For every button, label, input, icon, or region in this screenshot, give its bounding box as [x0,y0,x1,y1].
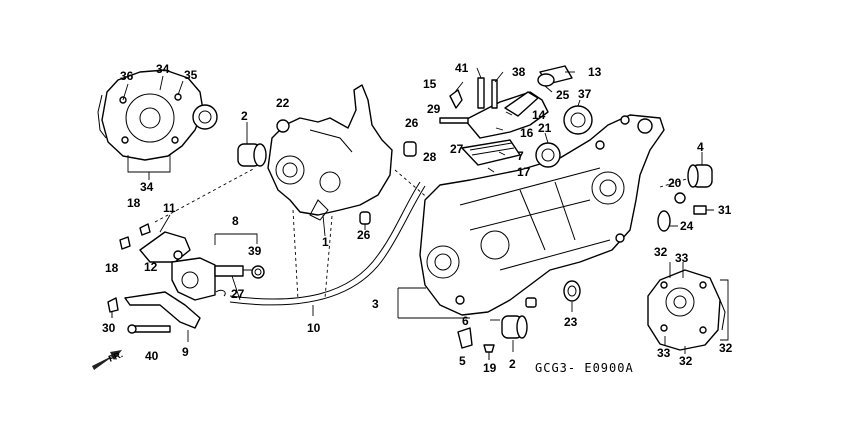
vent-hose [229,181,426,316]
callout-33a: 33 [675,251,689,265]
callout-17: 17 [517,165,531,179]
front-direction-arrow [92,350,122,370]
lever-assembly [107,291,201,342]
oil-pump-assembly [119,214,265,301]
callout-34b: 34 [140,180,154,194]
bearings-37-21 [535,99,593,168]
callout-7: 7 [517,149,524,163]
callout-19: 19 [483,361,497,375]
callout-6: 6 [462,314,469,328]
callout-18b: 18 [105,261,119,275]
callout-29: 29 [427,102,441,116]
callout-14: 14 [532,108,546,122]
callout-2a: 2 [241,109,248,123]
callout-3: 3 [372,297,379,311]
callout-31: 31 [718,203,732,217]
leader-3 [397,287,470,319]
callout-labels: 41 38 13 15 29 25 37 14 26 21 16 7 28 27… [102,61,733,375]
callout-30: 30 [102,321,116,335]
callout-15: 15 [423,77,437,91]
callout-41: 41 [455,61,469,75]
right-cover [647,262,729,354]
callout-28: 28 [423,150,437,164]
callout-16: 16 [520,126,534,140]
callout-20: 20 [668,176,682,190]
callout-1: 1 [322,235,329,249]
callout-18a: 18 [127,196,141,210]
callout-38: 38 [512,65,526,79]
callout-33b: 33 [657,346,671,360]
callout-23: 23 [564,315,578,329]
callout-21: 21 [538,121,552,135]
bearing-2-upper [237,122,267,167]
callout-37: 37 [578,87,592,101]
callout-40: 40 [145,349,159,363]
callout-32a: 32 [654,245,668,259]
seals-bolt [657,192,714,232]
callout-4: 4 [697,140,704,154]
dowel-pins [359,141,417,230]
callout-13: 13 [588,65,602,79]
callout-8: 8 [232,214,239,228]
callout-27a: 27 [450,142,464,156]
callout-34a: 34 [156,62,170,76]
callout-25: 25 [556,88,570,102]
callout-5: 5 [459,354,466,368]
front-direction-label: FR. [107,349,124,364]
callout-24: 24 [680,219,694,233]
callout-36: 36 [120,69,134,83]
callout-22: 22 [276,96,290,110]
callout-12: 12 [144,260,158,274]
left-cover-assembly [97,69,218,180]
callout-2b: 2 [509,357,516,371]
callout-9: 9 [182,345,189,359]
callout-32c: 32 [719,341,733,355]
callout-32b: 32 [679,354,693,368]
callout-39: 39 [248,244,262,258]
callout-26a: 26 [405,116,419,130]
lower-bearing-seals [490,280,581,352]
dashed-leaders [154,167,691,301]
bearing-4 [687,152,713,188]
callout-11: 11 [163,201,176,215]
diagram-code: GCG3- E0900A [535,361,634,375]
callout-26b: 26 [357,228,371,242]
intake-reed-assembly [439,65,575,173]
callout-10: 10 [307,321,321,335]
left-crankcase [267,84,393,237]
callout-35: 35 [184,68,198,82]
bracket-5-bolt-19 [457,327,495,360]
callout-27b: 27 [231,287,245,301]
